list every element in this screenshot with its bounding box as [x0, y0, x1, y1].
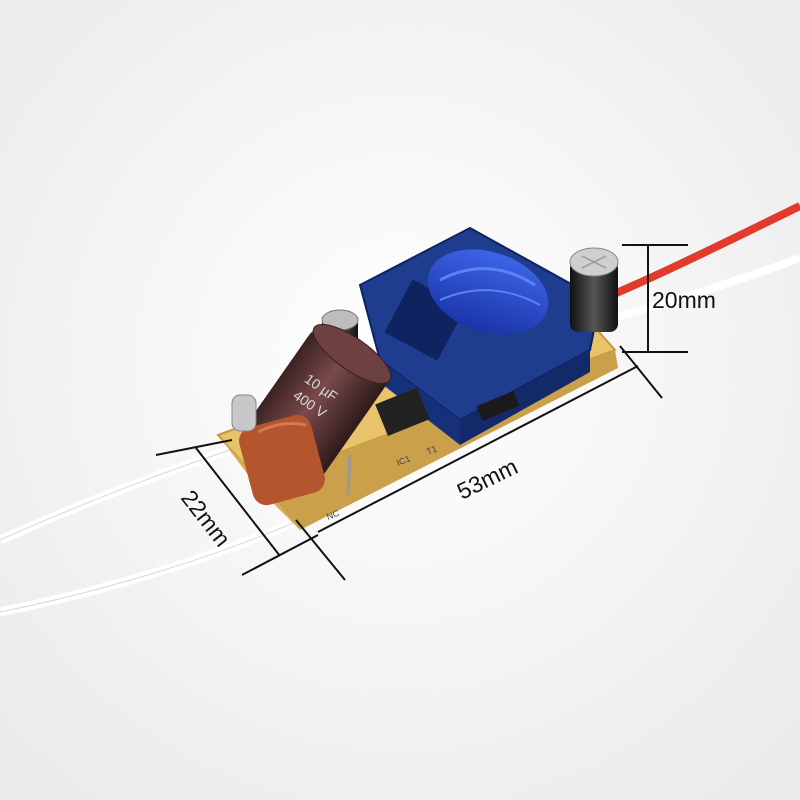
pcb-silkscreen-nc: NC: [325, 508, 341, 522]
width-dimension: [155, 439, 319, 576]
film-capacitor: [239, 414, 325, 506]
diode: [476, 391, 520, 421]
fuse-resistor: [231, 394, 257, 432]
output-wires: [598, 202, 800, 324]
input-wires: [0, 445, 302, 617]
height-dimension: [622, 244, 688, 353]
height-dimension-label: 20mm: [652, 287, 716, 313]
length-dimension: [295, 345, 663, 581]
red-wire: [598, 202, 800, 304]
pcb-silkscreen-t1: T1: [425, 444, 438, 457]
capacitor-lead: [346, 454, 352, 496]
white-wire-output: [603, 254, 800, 324]
pcb-silkscreen-ic1: IC1: [395, 453, 412, 468]
ic-chip: [375, 387, 430, 437]
output-capacitor: [569, 247, 619, 332]
transformer-winding: [427, 249, 549, 335]
transformer: [358, 226, 602, 445]
